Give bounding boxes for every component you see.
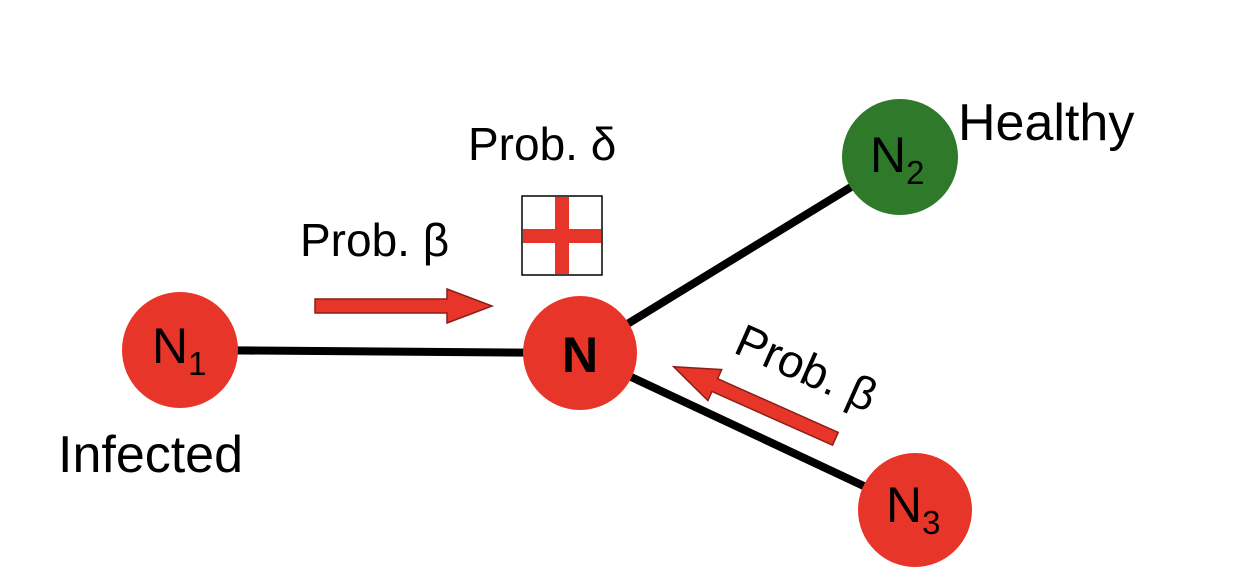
red-cross-icon — [521, 195, 603, 276]
infection-arrow-right — [671, 365, 840, 447]
healthy-caption: Healthy — [958, 94, 1134, 152]
infected-caption: Infected — [58, 426, 243, 484]
node-n1-label: N1 — [152, 318, 206, 382]
prob-delta-label: Prob. δ — [468, 118, 616, 170]
edge-n-n2 — [577, 153, 903, 357]
edge-n1-n — [179, 346, 581, 357]
prob-beta-left-label: Prob. β — [300, 214, 449, 266]
node-n3 — [858, 453, 972, 567]
node-n2-label: N2 — [870, 127, 924, 191]
edge-n-n3 — [578, 349, 917, 514]
node-n2 — [842, 99, 958, 215]
node-n-label: N — [562, 327, 598, 383]
node-n — [523, 296, 637, 410]
infection-arrow-left — [314, 287, 495, 325]
node-n3-label: N3 — [886, 477, 940, 541]
node-n1 — [122, 292, 238, 408]
